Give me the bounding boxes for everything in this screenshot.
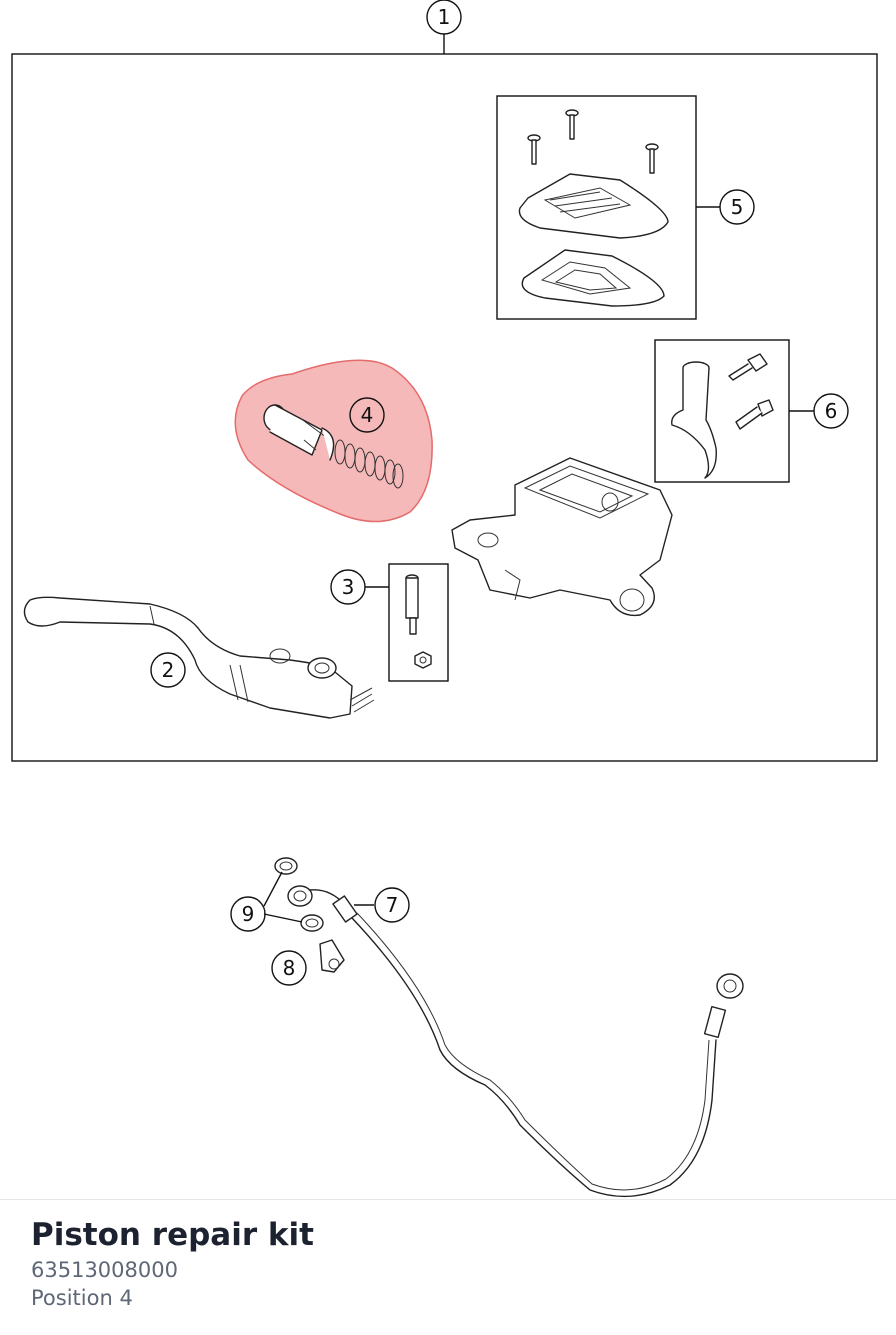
cover-screw xyxy=(527,134,541,165)
banjo-bolt xyxy=(319,939,345,973)
clamp-group[interactable] xyxy=(654,339,814,483)
callout-1[interactable]: 1 xyxy=(426,0,462,35)
brake-lever xyxy=(23,596,375,719)
pivot-pin xyxy=(405,574,419,635)
part-position: Position 4 xyxy=(31,1286,133,1310)
reservoir-diaphragm xyxy=(521,249,665,307)
handlebar-clamp xyxy=(671,361,717,479)
callout-label: 6 xyxy=(825,399,838,423)
callout-label: 4 xyxy=(361,403,374,427)
piston-spring xyxy=(334,439,404,489)
callout-label: 9 xyxy=(242,902,255,926)
clamp-bolt xyxy=(728,353,768,381)
piston-part xyxy=(263,404,404,489)
callout-label: 8 xyxy=(283,956,296,980)
cover-screw xyxy=(565,109,579,140)
info-divider xyxy=(0,1199,896,1200)
callout-label: 1 xyxy=(438,5,451,29)
exploded-parts-diagram: 1 2 3 4 5 6 7 8 9 xyxy=(11,0,878,1198)
callout-4[interactable]: 4 xyxy=(349,397,385,433)
callout-6[interactable]: 6 xyxy=(813,393,849,429)
part-info-panel: Piston repair kit 63513008000 Position 4 xyxy=(31,1214,876,1312)
part-number: 63513008000 xyxy=(31,1258,178,1282)
callout-5[interactable]: 5 xyxy=(719,189,755,225)
master-cylinder-body xyxy=(451,457,673,617)
part-title: Piston repair kit xyxy=(31,1217,314,1253)
callout-label: 3 xyxy=(342,575,355,599)
clamp-bolt xyxy=(735,399,774,430)
callout-8[interactable]: 8 xyxy=(271,950,307,986)
callout-2[interactable]: 2 xyxy=(150,652,186,688)
callout-label: 7 xyxy=(386,893,399,917)
callout-3[interactable]: 3 xyxy=(330,569,366,605)
reservoir-cover-group[interactable] xyxy=(496,95,720,320)
assembly-frame xyxy=(11,53,878,762)
brake-hose xyxy=(287,885,744,1198)
reservoir-cover xyxy=(518,173,669,239)
callout-label: 5 xyxy=(731,195,744,219)
callout-9[interactable]: 9 xyxy=(230,896,266,932)
pivot-nut xyxy=(414,651,432,669)
washer xyxy=(300,914,324,932)
washer xyxy=(274,857,298,875)
pivot-pin-group[interactable] xyxy=(365,563,449,682)
piston-repair-kit-highlight[interactable] xyxy=(234,359,433,523)
cover-screw xyxy=(645,143,659,174)
callout-7[interactable]: 7 xyxy=(374,887,410,923)
callout-label: 2 xyxy=(162,658,175,682)
